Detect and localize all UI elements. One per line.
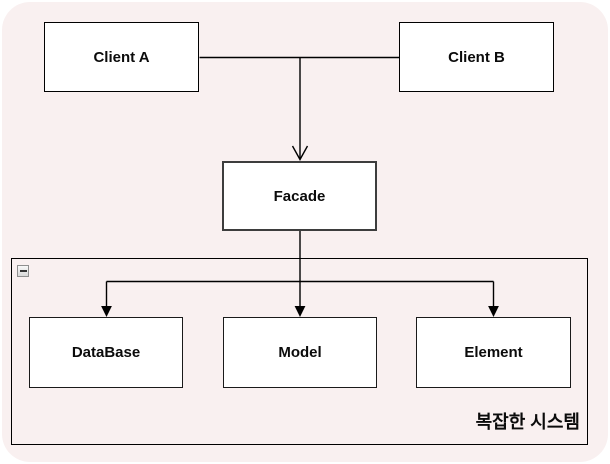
node-model[interactable]: Model xyxy=(223,317,377,388)
node-client-b-label: Client B xyxy=(448,48,505,66)
collapse-button[interactable] xyxy=(17,265,29,277)
node-facade[interactable]: Facade xyxy=(222,161,377,231)
node-element-label: Element xyxy=(464,344,523,361)
subsystem-label: 복잡한 시스템 xyxy=(475,412,580,432)
minus-icon xyxy=(19,270,27,272)
node-database-label: DataBase xyxy=(71,344,141,361)
node-element[interactable]: Element xyxy=(416,317,571,388)
node-client-a-label: Client A xyxy=(93,48,150,66)
node-model-label: Model xyxy=(278,344,322,361)
node-client-a[interactable]: Client A xyxy=(44,22,199,92)
node-client-b[interactable]: Client B xyxy=(399,22,554,92)
node-database[interactable]: DataBase xyxy=(29,317,183,388)
node-facade-label: Facade xyxy=(273,187,326,205)
